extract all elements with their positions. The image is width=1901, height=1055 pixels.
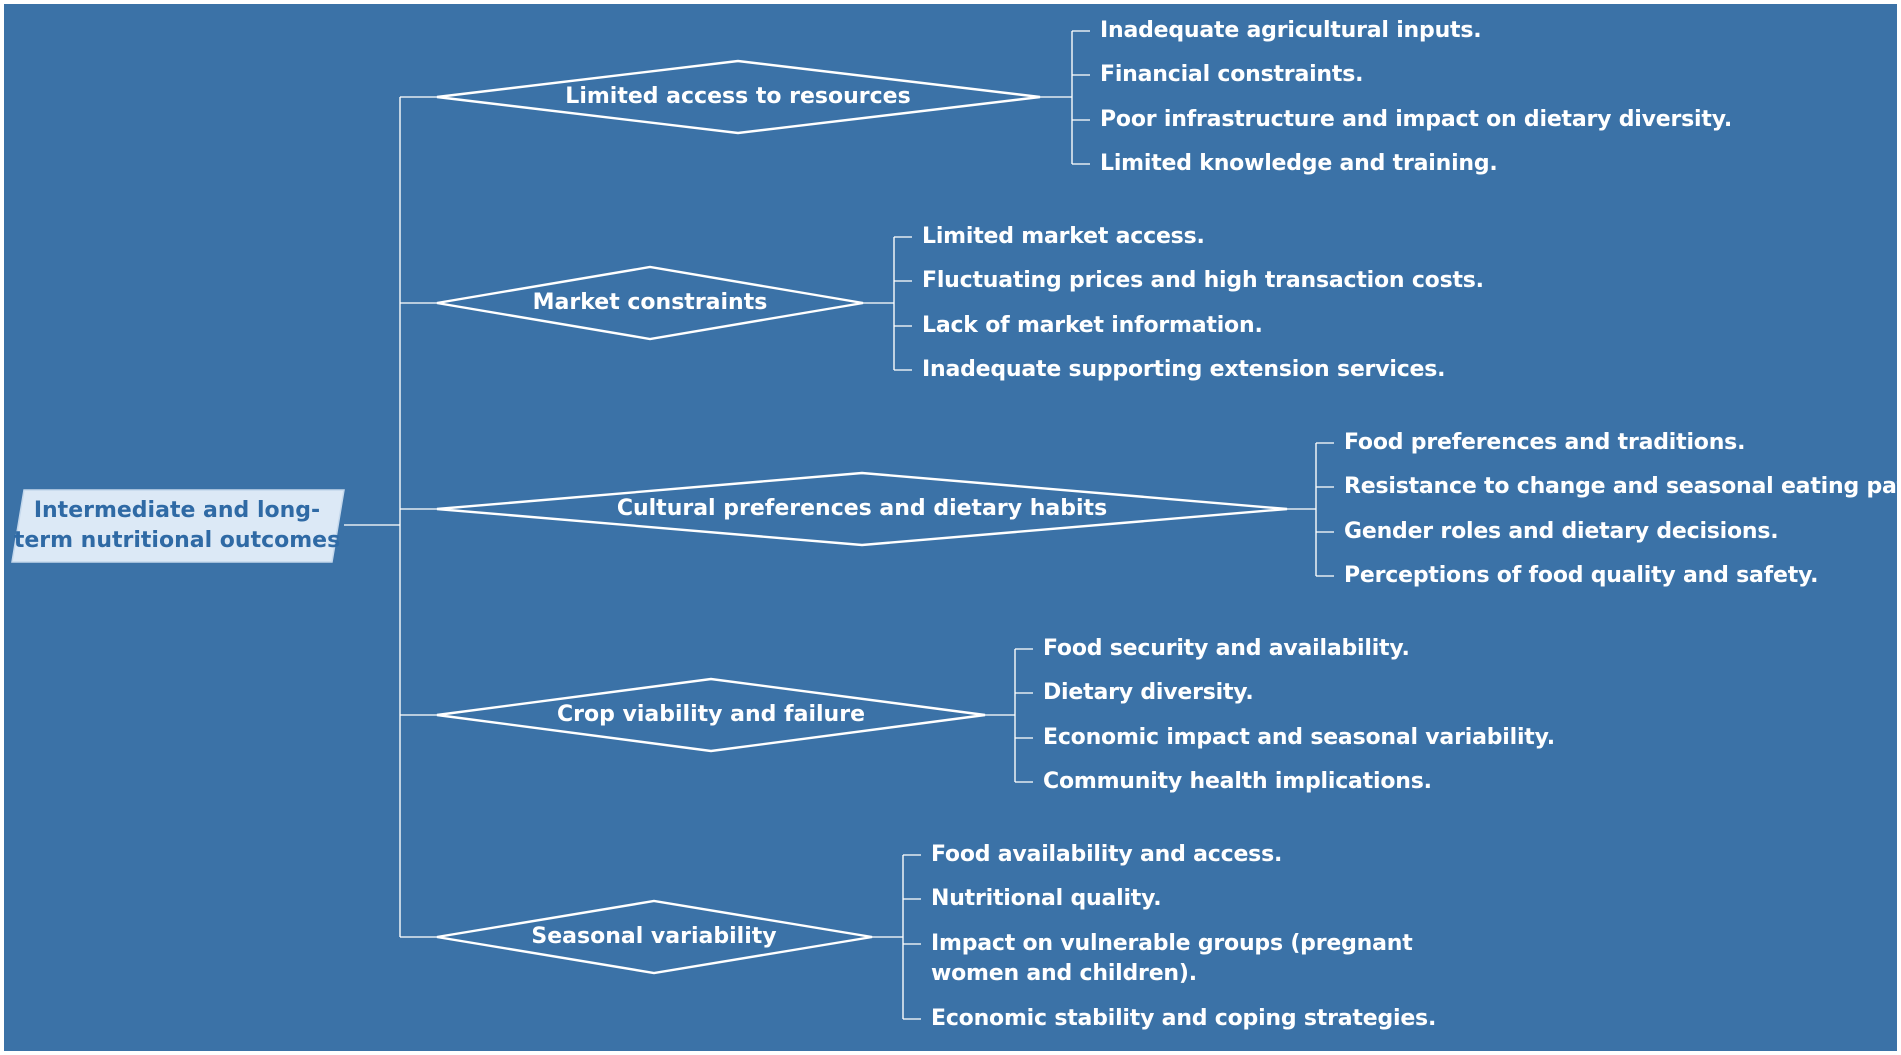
leaf-item: Economic impact and seasonal variability… xyxy=(1043,725,1555,750)
leaf-item: Nutritional quality. xyxy=(931,886,1162,911)
leaf-item: Inadequate agricultural inputs. xyxy=(1100,18,1482,43)
branch-label-limited-access: Limited access to resources xyxy=(565,84,911,109)
leaf-item: Limited market access. xyxy=(922,224,1205,249)
branch-label-crop-viability: Crop viability and failure xyxy=(557,702,865,727)
leaf-item: Dietary diversity. xyxy=(1043,680,1254,705)
leaf-item: Financial constraints. xyxy=(1100,62,1364,87)
branch-label-market-constraints: Market constraints xyxy=(532,290,768,315)
branch-seasonal-variability xyxy=(400,854,921,1020)
leaf-item: Food availability and access. xyxy=(931,842,1283,867)
branch-cultural-preferences xyxy=(400,442,1334,577)
leaf-item: Fluctuating prices and high transaction … xyxy=(922,268,1484,293)
branch-limited-access xyxy=(400,30,1090,165)
branch-label-cultural-preferences: Cultural preferences and dietary habits xyxy=(616,496,1108,521)
branch-crop-viability xyxy=(400,648,1033,783)
leaf-item: Lack of market information. xyxy=(922,313,1263,338)
branch-label-seasonal-variability: Seasonal variability xyxy=(531,924,777,949)
leaf-item: Poor infrastructure and impact on dietar… xyxy=(1100,107,1732,132)
root-node-shape xyxy=(11,489,345,563)
leaf-item: Perceptions of food quality and safety. xyxy=(1344,563,1819,588)
leaf-item: Economic stability and coping strategies… xyxy=(931,1006,1437,1031)
leaf-item: Inadequate supporting extension services… xyxy=(922,357,1446,382)
leaf-item: Food security and availability. xyxy=(1043,636,1410,661)
root-node-label: Intermediate and long-term nutritional o… xyxy=(13,498,341,553)
leaf-item: Food preferences and traditions. xyxy=(1344,430,1746,455)
leaf-item: Resistance to change and seasonal eating… xyxy=(1344,474,1901,499)
leaf-item: Impact on vulnerable groups (pregnant wo… xyxy=(931,931,1413,986)
leaf-item: Community health implications. xyxy=(1043,769,1432,794)
leaf-item: Limited knowledge and training. xyxy=(1100,151,1498,176)
branch-market-constraints xyxy=(400,236,912,371)
leaf-item: Gender roles and dietary decisions. xyxy=(1344,519,1779,544)
